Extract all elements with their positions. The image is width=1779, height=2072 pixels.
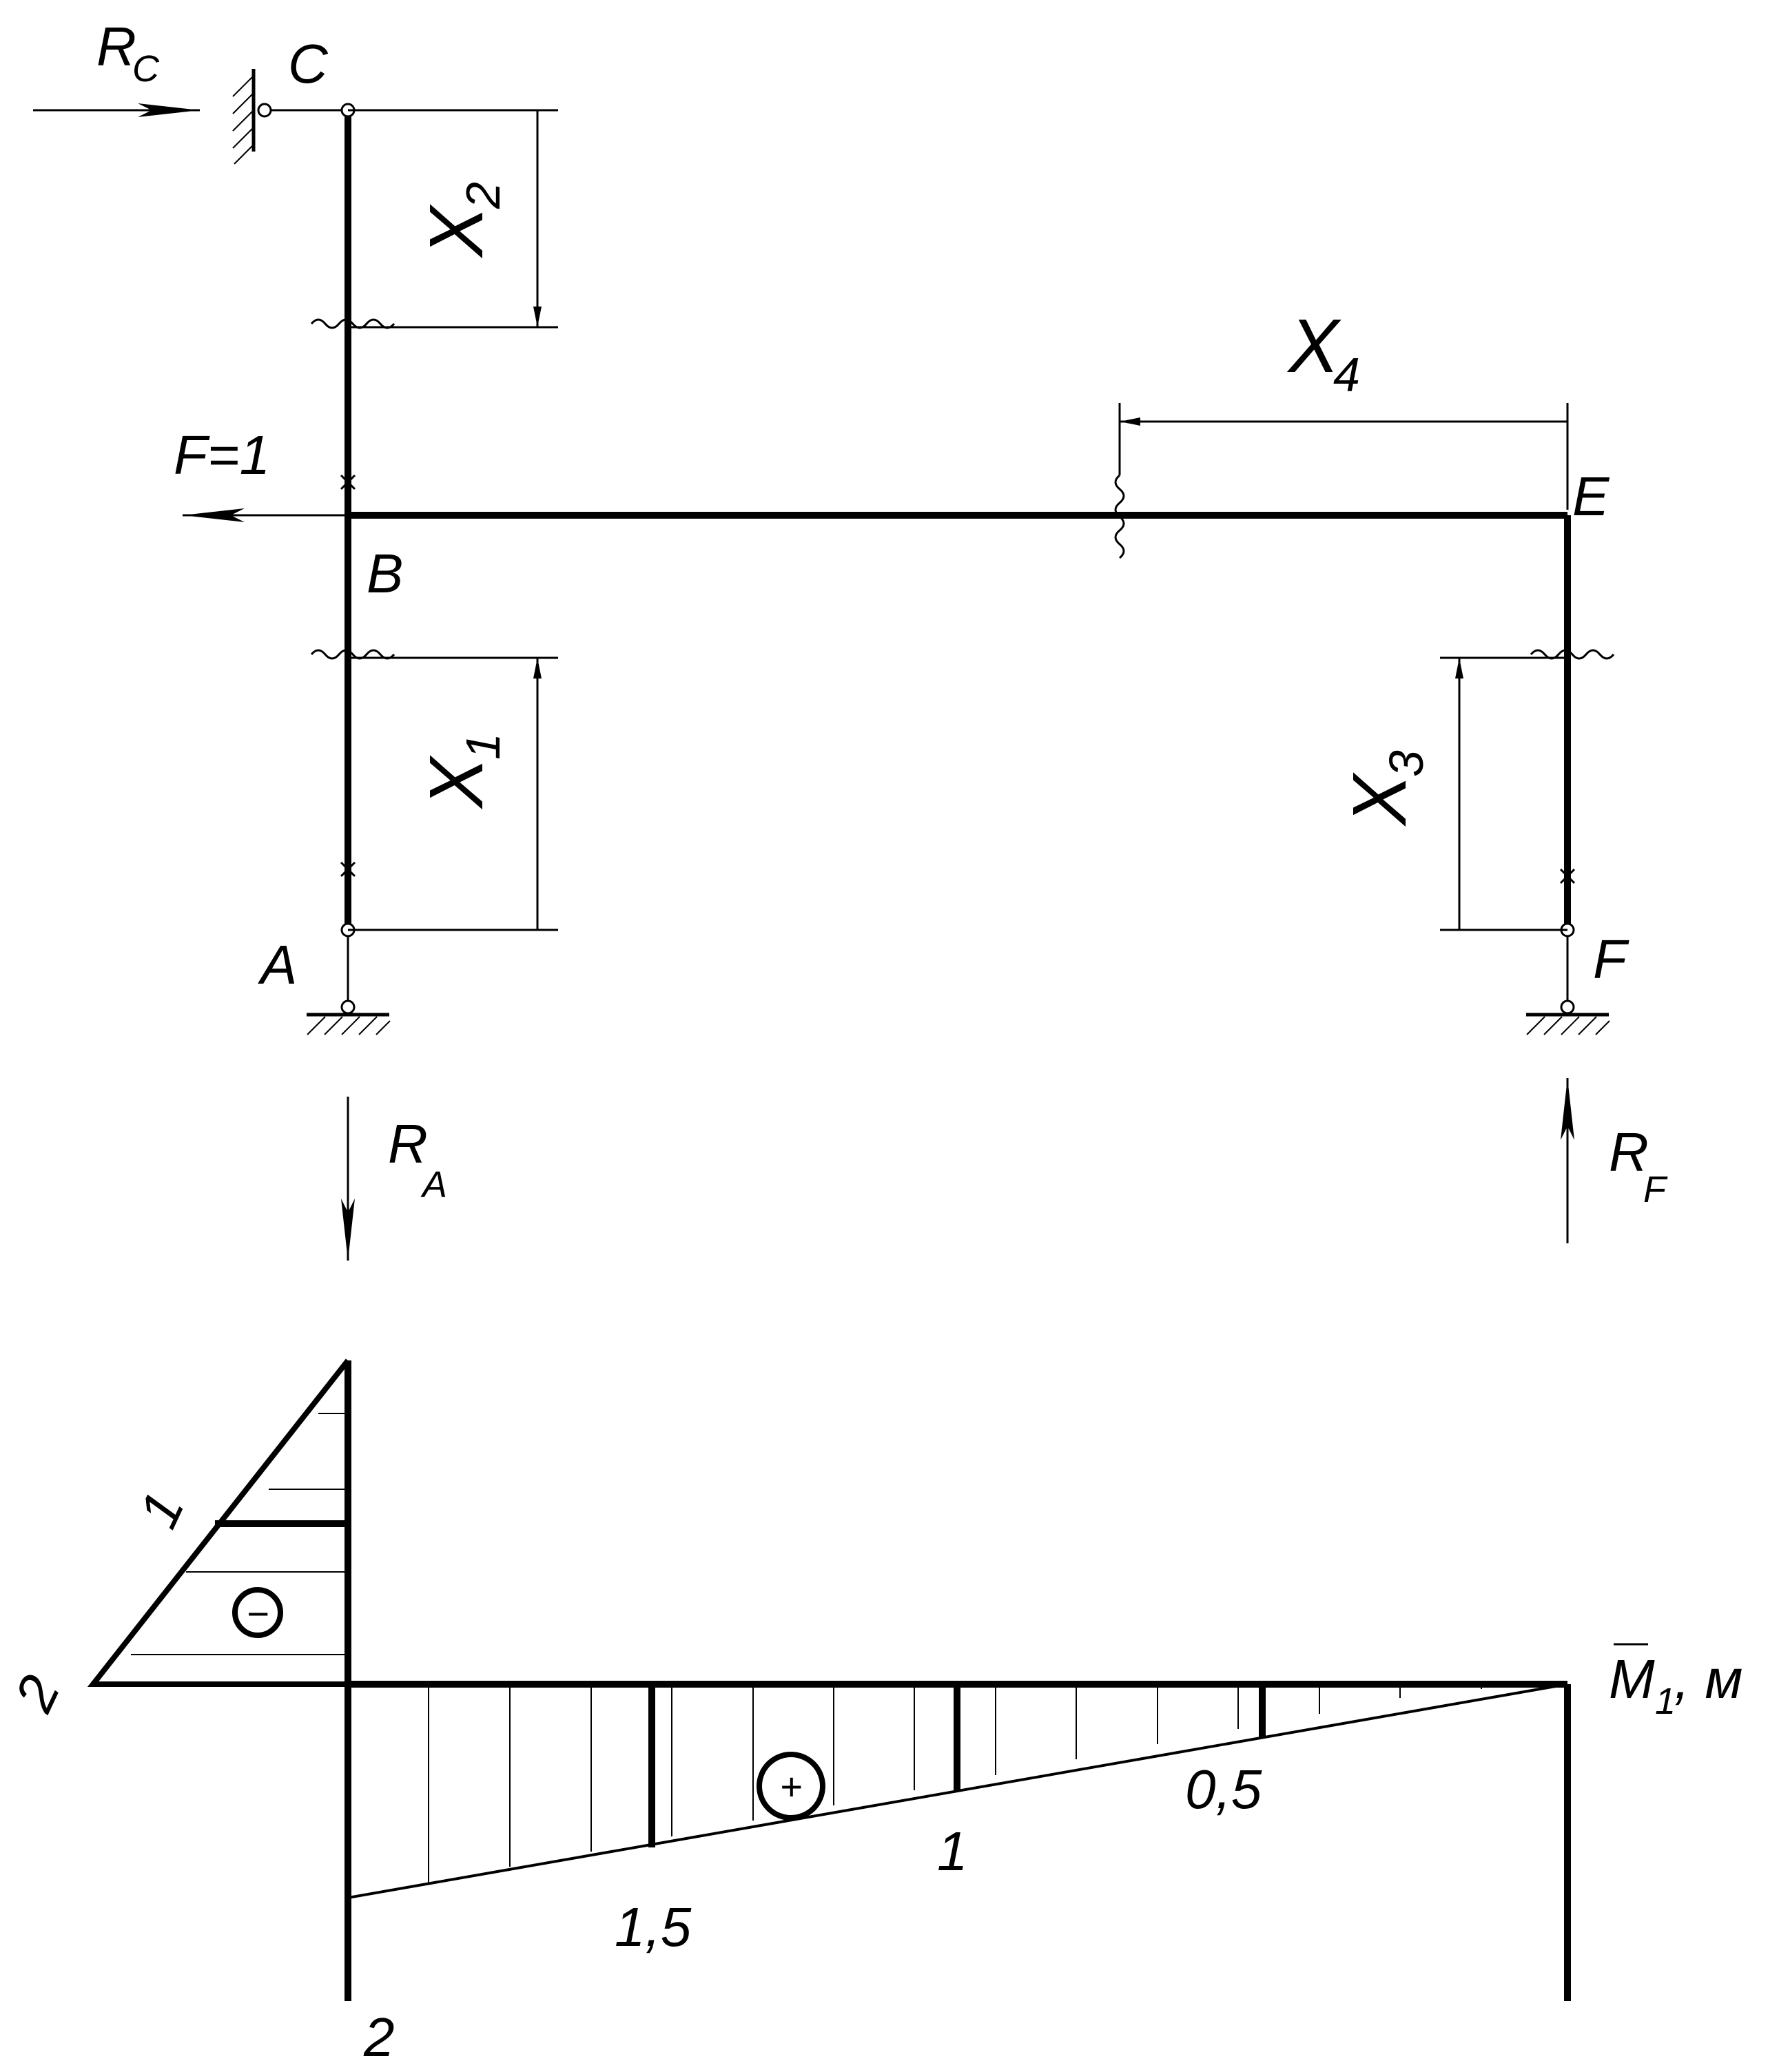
sign-negative: −: [232, 1587, 283, 1638]
node-label-e: E: [1572, 466, 1610, 527]
reaction-label-rc: R C: [96, 16, 160, 90]
dimension-x3: [1440, 656, 1567, 931]
svg-text:R: R: [388, 1113, 428, 1174]
node-label-b: B: [367, 543, 403, 604]
moment-diagram: [87, 1358, 1571, 2001]
section-label-x1: X 1: [414, 733, 510, 810]
value-label-1: 1: [937, 1821, 968, 1882]
svg-text:X: X: [1337, 772, 1422, 827]
dimension-x1: [348, 656, 558, 931]
sign-positive: +: [757, 1752, 825, 1821]
value-label-2: 2: [363, 2007, 395, 2068]
svg-text:+: +: [780, 1765, 803, 1808]
section-cut-x2: [310, 318, 395, 329]
svg-text:4: 4: [1333, 348, 1360, 402]
svg-text:, м: , м: [1674, 1648, 1742, 1710]
negative-region-outline: [87, 1358, 351, 1687]
diagram-title: M 1 , м: [1609, 1643, 1742, 1722]
support-a: [307, 936, 391, 1035]
negative-region-hatching: [131, 1413, 348, 1655]
svg-text:3: 3: [1379, 750, 1433, 777]
svg-text:M: M: [1609, 1648, 1655, 1710]
svg-text:1: 1: [1655, 1681, 1676, 1722]
svg-text:C: C: [132, 48, 160, 90]
reaction-label-rf: R F: [1609, 1121, 1668, 1210]
support-f: [1526, 936, 1610, 1035]
reaction-label-ra: R A: [388, 1113, 447, 1205]
value-label-1-5: 1,5: [615, 1896, 692, 1958]
value-label-left-1: 1: [127, 1483, 196, 1537]
section-cut-x3: [1530, 649, 1615, 660]
svg-text:2: 2: [456, 182, 510, 209]
node-label-c: C: [288, 33, 329, 94]
svg-text:X: X: [414, 204, 499, 259]
node-label-f: F: [1593, 929, 1629, 990]
svg-text:−: −: [247, 1592, 269, 1635]
node-label-a: A: [258, 934, 297, 995]
svg-text:X: X: [1286, 304, 1341, 388]
svg-text:F: F: [1643, 1169, 1668, 1210]
dimension-x4: [1118, 403, 1569, 510]
frame: [33, 69, 1615, 1261]
section-label-x4: X 4: [1286, 304, 1360, 402]
svg-text:A: A: [420, 1164, 447, 1205]
svg-text:R: R: [96, 16, 136, 77]
svg-text:X: X: [414, 755, 499, 810]
positive-region-hatching: [428, 1684, 1482, 1883]
section-label-x3: X 3: [1337, 750, 1433, 827]
value-label-left-2: 2: [3, 1666, 72, 1721]
svg-text:R: R: [1609, 1121, 1649, 1183]
section-label-x2: X 2: [414, 182, 510, 259]
section-cut-x1: [310, 649, 395, 660]
value-label-0-5: 0,5: [1185, 1759, 1262, 1820]
section-cut-x4: [1114, 474, 1125, 559]
load-label-f: F=1: [174, 424, 270, 486]
dimension-x2: [348, 109, 558, 329]
joint-marks: [340, 474, 1576, 884]
svg-text:1: 1: [456, 733, 510, 760]
support-c: [232, 69, 342, 165]
